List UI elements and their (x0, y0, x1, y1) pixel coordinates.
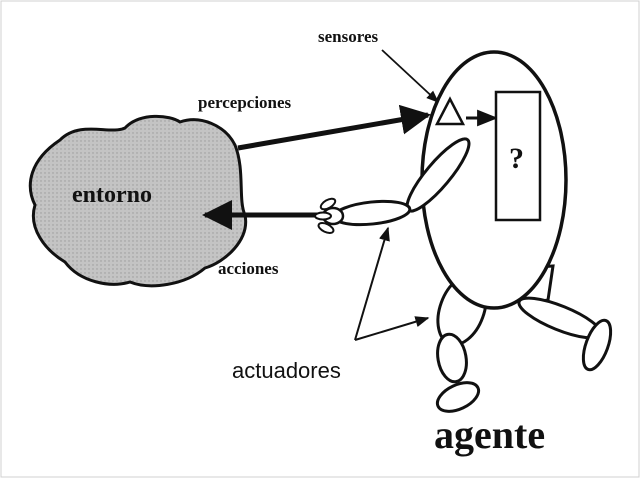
sensors-arrow (381, 49, 439, 103)
forearm (332, 199, 412, 227)
unknown-symbol: ? (509, 142, 524, 175)
perceptions-label: percepciones (198, 93, 292, 112)
agent-label: agente (434, 412, 545, 457)
actuators-arrow-arm (354, 226, 390, 341)
sensors-label: sensores (318, 27, 379, 46)
environment-cloud (28, 114, 248, 288)
finger-top (319, 197, 337, 211)
actuators-label: actuadores (232, 358, 341, 383)
finger-bottom (317, 222, 335, 234)
environment-label: entorno (72, 182, 152, 208)
actions-label: acciones (218, 259, 279, 278)
sensor-triangle (434, 96, 466, 126)
actuators-arrow-leg (354, 316, 430, 341)
right-foot (581, 318, 613, 372)
left-shin (436, 332, 468, 384)
finger-mid (314, 211, 332, 221)
perceptions-arrow (237, 104, 431, 151)
agent-figure: ? (314, 50, 613, 413)
left-foot (435, 381, 481, 413)
agent-program-box (494, 90, 542, 222)
